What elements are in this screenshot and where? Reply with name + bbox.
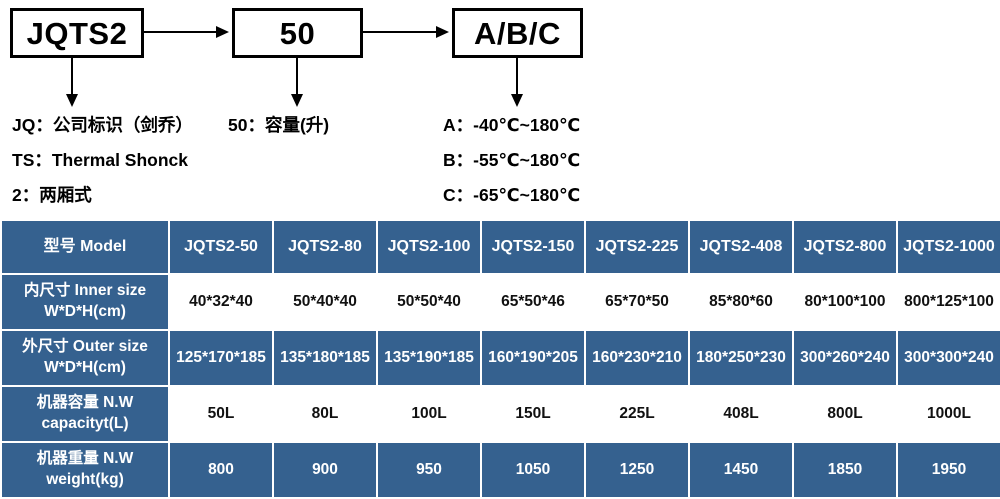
table-cell: 408L [690,387,792,441]
diagram-box-temperature-label: A/B/C [474,15,561,51]
table-cell: 80*100*100 [794,275,896,329]
table-header-model: JQTS2-50 [170,221,272,273]
arrow-right-icon-volume-to-temperature [436,26,449,38]
table-row-label-line2: W*D*H(cm) [44,303,126,320]
connector-line-volume-down [296,58,298,96]
table-cell: 150L [482,387,584,441]
diagram-box-temperature: A/B/C [452,8,583,58]
table-cell: 180*250*230 [690,331,792,385]
table-row-label: 机器重量 N.W weight(kg) [2,443,168,497]
table-header-model: JQTS2-150 [482,221,584,273]
table-header-model: JQTS2-408 [690,221,792,273]
legend-temp-b: B：-55℃~180℃ [443,150,581,170]
connector-line-temperature-down [516,58,518,96]
table-cell: 225L [586,387,688,441]
table-row-label-line2: capacityt(L) [41,415,129,432]
legend-temp-a: A：-40℃~180℃ [443,115,581,135]
table-cell: 1950 [898,443,1000,497]
connector-line-model-to-volume [144,31,219,33]
table-cell: 50L [170,387,272,441]
table-row-label-line1: 内尺寸 Inner size [23,282,147,300]
table-cell: 800 [170,443,272,497]
legend-two-chamber: 2：两厢式 [12,185,92,205]
table-cell: 65*50*46 [482,275,584,329]
table-cell: 135*190*185 [378,331,480,385]
diagram-box-volume: 50 [232,8,363,58]
table-cell: 40*32*40 [170,275,272,329]
table-header-model: JQTS2-100 [378,221,480,273]
table-row-label: 机器容量 N.W capacityt(L) [2,387,168,441]
table-cell: 1450 [690,443,792,497]
table-cell: 80L [274,387,376,441]
table-cell: 125*170*185 [170,331,272,385]
arrow-down-icon-volume [291,94,303,107]
table-cell: 300*260*240 [794,331,896,385]
table-row-label-line1: 机器容量 N.W [36,394,134,412]
table-cell: 800L [794,387,896,441]
table-header-model: JQTS2-1000 [898,221,1000,273]
table-cell: 50*40*40 [274,275,376,329]
connector-line-model-down [71,58,73,96]
table-row-label-line2: weight(kg) [46,471,124,488]
table-cell: 160*190*205 [482,331,584,385]
table-cell: 50*50*40 [378,275,480,329]
arrow-right-icon-model-to-volume [216,26,229,38]
table-cell: 1250 [586,443,688,497]
table-cell: 135*180*185 [274,331,376,385]
legend-temp-c: C：-65℃~180℃ [443,185,581,205]
table-header-model: JQTS2-800 [794,221,896,273]
legend-volume: 50：容量(升) [228,115,330,135]
diagram-box-volume-label: 50 [279,15,316,51]
legend-jq: JQ：公司标识（剑乔） [12,115,193,135]
table-row-label-line1: 外尺寸 Outer size [22,338,148,356]
table-cell: 1050 [482,443,584,497]
table-cell: 100L [378,387,480,441]
connector-line-volume-to-temperature [363,31,439,33]
table-header-model: JQTS2-225 [586,221,688,273]
table-cell: 160*230*210 [586,331,688,385]
arrow-down-icon-model [66,94,78,107]
table-row-label-line2: W*D*H(cm) [44,359,126,376]
table-cell: 85*80*60 [690,275,792,329]
table-row-label-line1: 机器重量 N.W [36,450,134,468]
diagram-box-model: JQTS2 [10,8,144,58]
table-cell: 800*125*100 [898,275,1000,329]
table-cell: 300*300*240 [898,331,1000,385]
table-header-model: JQTS2-80 [274,221,376,273]
arrow-down-icon-temperature [511,94,523,107]
diagram-box-model-label: JQTS2 [26,15,128,51]
table-header-label: 型号 Model [2,221,168,273]
naming-rule-diagram: JQTS2 50 A/B/C JQ：公司标识（剑乔） TS：Thermal Sh… [0,0,1000,215]
legend-ts: TS：Thermal Shonck [12,150,189,170]
table-cell: 1000L [898,387,1000,441]
table-cell: 950 [378,443,480,497]
table-cell: 65*70*50 [586,275,688,329]
table-cell: 1850 [794,443,896,497]
table-cell: 900 [274,443,376,497]
